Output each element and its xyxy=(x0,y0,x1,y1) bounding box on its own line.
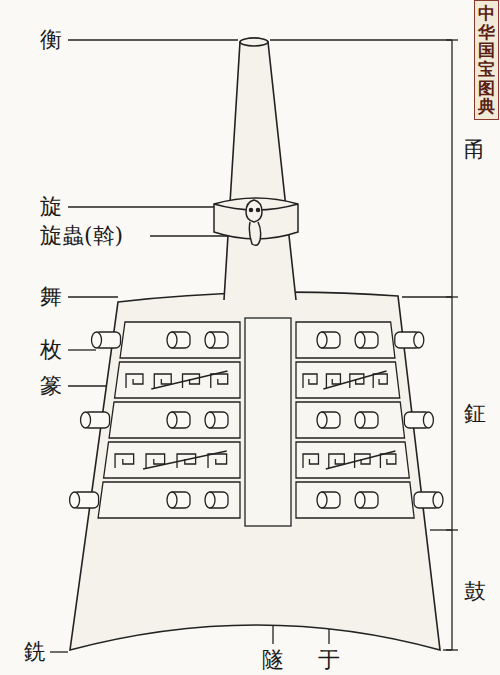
boss xyxy=(356,412,378,428)
boss xyxy=(206,412,228,428)
boss xyxy=(356,492,378,508)
zhuan-meander xyxy=(208,454,227,468)
zhuan-meander xyxy=(380,454,395,468)
boss-end xyxy=(167,492,177,508)
boss xyxy=(318,332,340,348)
boss xyxy=(356,332,378,348)
boss xyxy=(206,492,228,508)
zhuan-meander xyxy=(211,374,228,388)
panel-row xyxy=(120,322,240,358)
boss-end xyxy=(317,412,327,428)
section-name: 鼓 xyxy=(464,580,486,604)
boss-end xyxy=(205,412,215,428)
zheng-panels xyxy=(70,318,443,526)
part-name: 衡 xyxy=(40,28,62,52)
zhuan-meander xyxy=(303,374,317,388)
zhuan-meander xyxy=(115,454,134,468)
zhuan-diagonal xyxy=(323,371,386,389)
boss xyxy=(318,492,340,508)
boss xyxy=(168,332,190,348)
boss-end xyxy=(205,492,215,508)
panel-row xyxy=(98,482,240,518)
panel-row xyxy=(109,402,240,438)
ring-beast-loop xyxy=(246,200,262,245)
panel-row xyxy=(296,402,405,438)
side-boss-end xyxy=(70,492,80,508)
part-name: 枚 xyxy=(40,338,62,362)
part-name: 旋蟲(斡) xyxy=(40,224,123,248)
panel-row xyxy=(296,482,414,518)
zhuan-meander xyxy=(373,374,387,388)
boss-end xyxy=(167,412,177,428)
part-name: 舞 xyxy=(40,285,62,309)
boss-end xyxy=(205,332,215,348)
zhuan-diagonal xyxy=(143,451,227,469)
panel-row xyxy=(104,442,240,478)
part-name: 旋 xyxy=(40,195,62,219)
panel-row xyxy=(115,362,240,398)
boss-end xyxy=(317,492,327,508)
boss xyxy=(206,332,228,348)
ring-xuan xyxy=(214,198,298,245)
part-name: 隧 xyxy=(262,648,284,672)
side-boss-end xyxy=(92,332,102,348)
boss xyxy=(168,412,190,428)
section-name: 鉦 xyxy=(464,402,486,426)
zhuan-meander xyxy=(126,374,143,388)
side-boss-end xyxy=(423,412,433,428)
part-name: 于 xyxy=(318,648,340,672)
side-boss-end xyxy=(81,412,91,428)
zhuan-diagonal xyxy=(151,371,227,389)
zhuan-diagonal xyxy=(326,451,396,469)
panel-row xyxy=(296,442,409,478)
boss-end xyxy=(355,332,365,348)
bell-body xyxy=(70,38,440,650)
side-boss-end xyxy=(433,492,443,508)
boss-end xyxy=(355,412,365,428)
boss-end xyxy=(317,332,327,348)
boss xyxy=(168,492,190,508)
section-name: 甬 xyxy=(464,138,486,162)
part-name: 篆 xyxy=(40,374,62,398)
boss-end xyxy=(167,332,177,348)
boss-end xyxy=(355,492,365,508)
side-boss-end xyxy=(414,332,424,348)
zhuan-meander xyxy=(303,454,318,468)
watermark: 中华国宝图典 xyxy=(474,0,499,120)
central-strip xyxy=(245,318,291,526)
part-name: 銑 xyxy=(24,640,46,664)
panel-row xyxy=(296,322,395,358)
boss xyxy=(318,412,340,428)
panel-row xyxy=(296,362,400,398)
